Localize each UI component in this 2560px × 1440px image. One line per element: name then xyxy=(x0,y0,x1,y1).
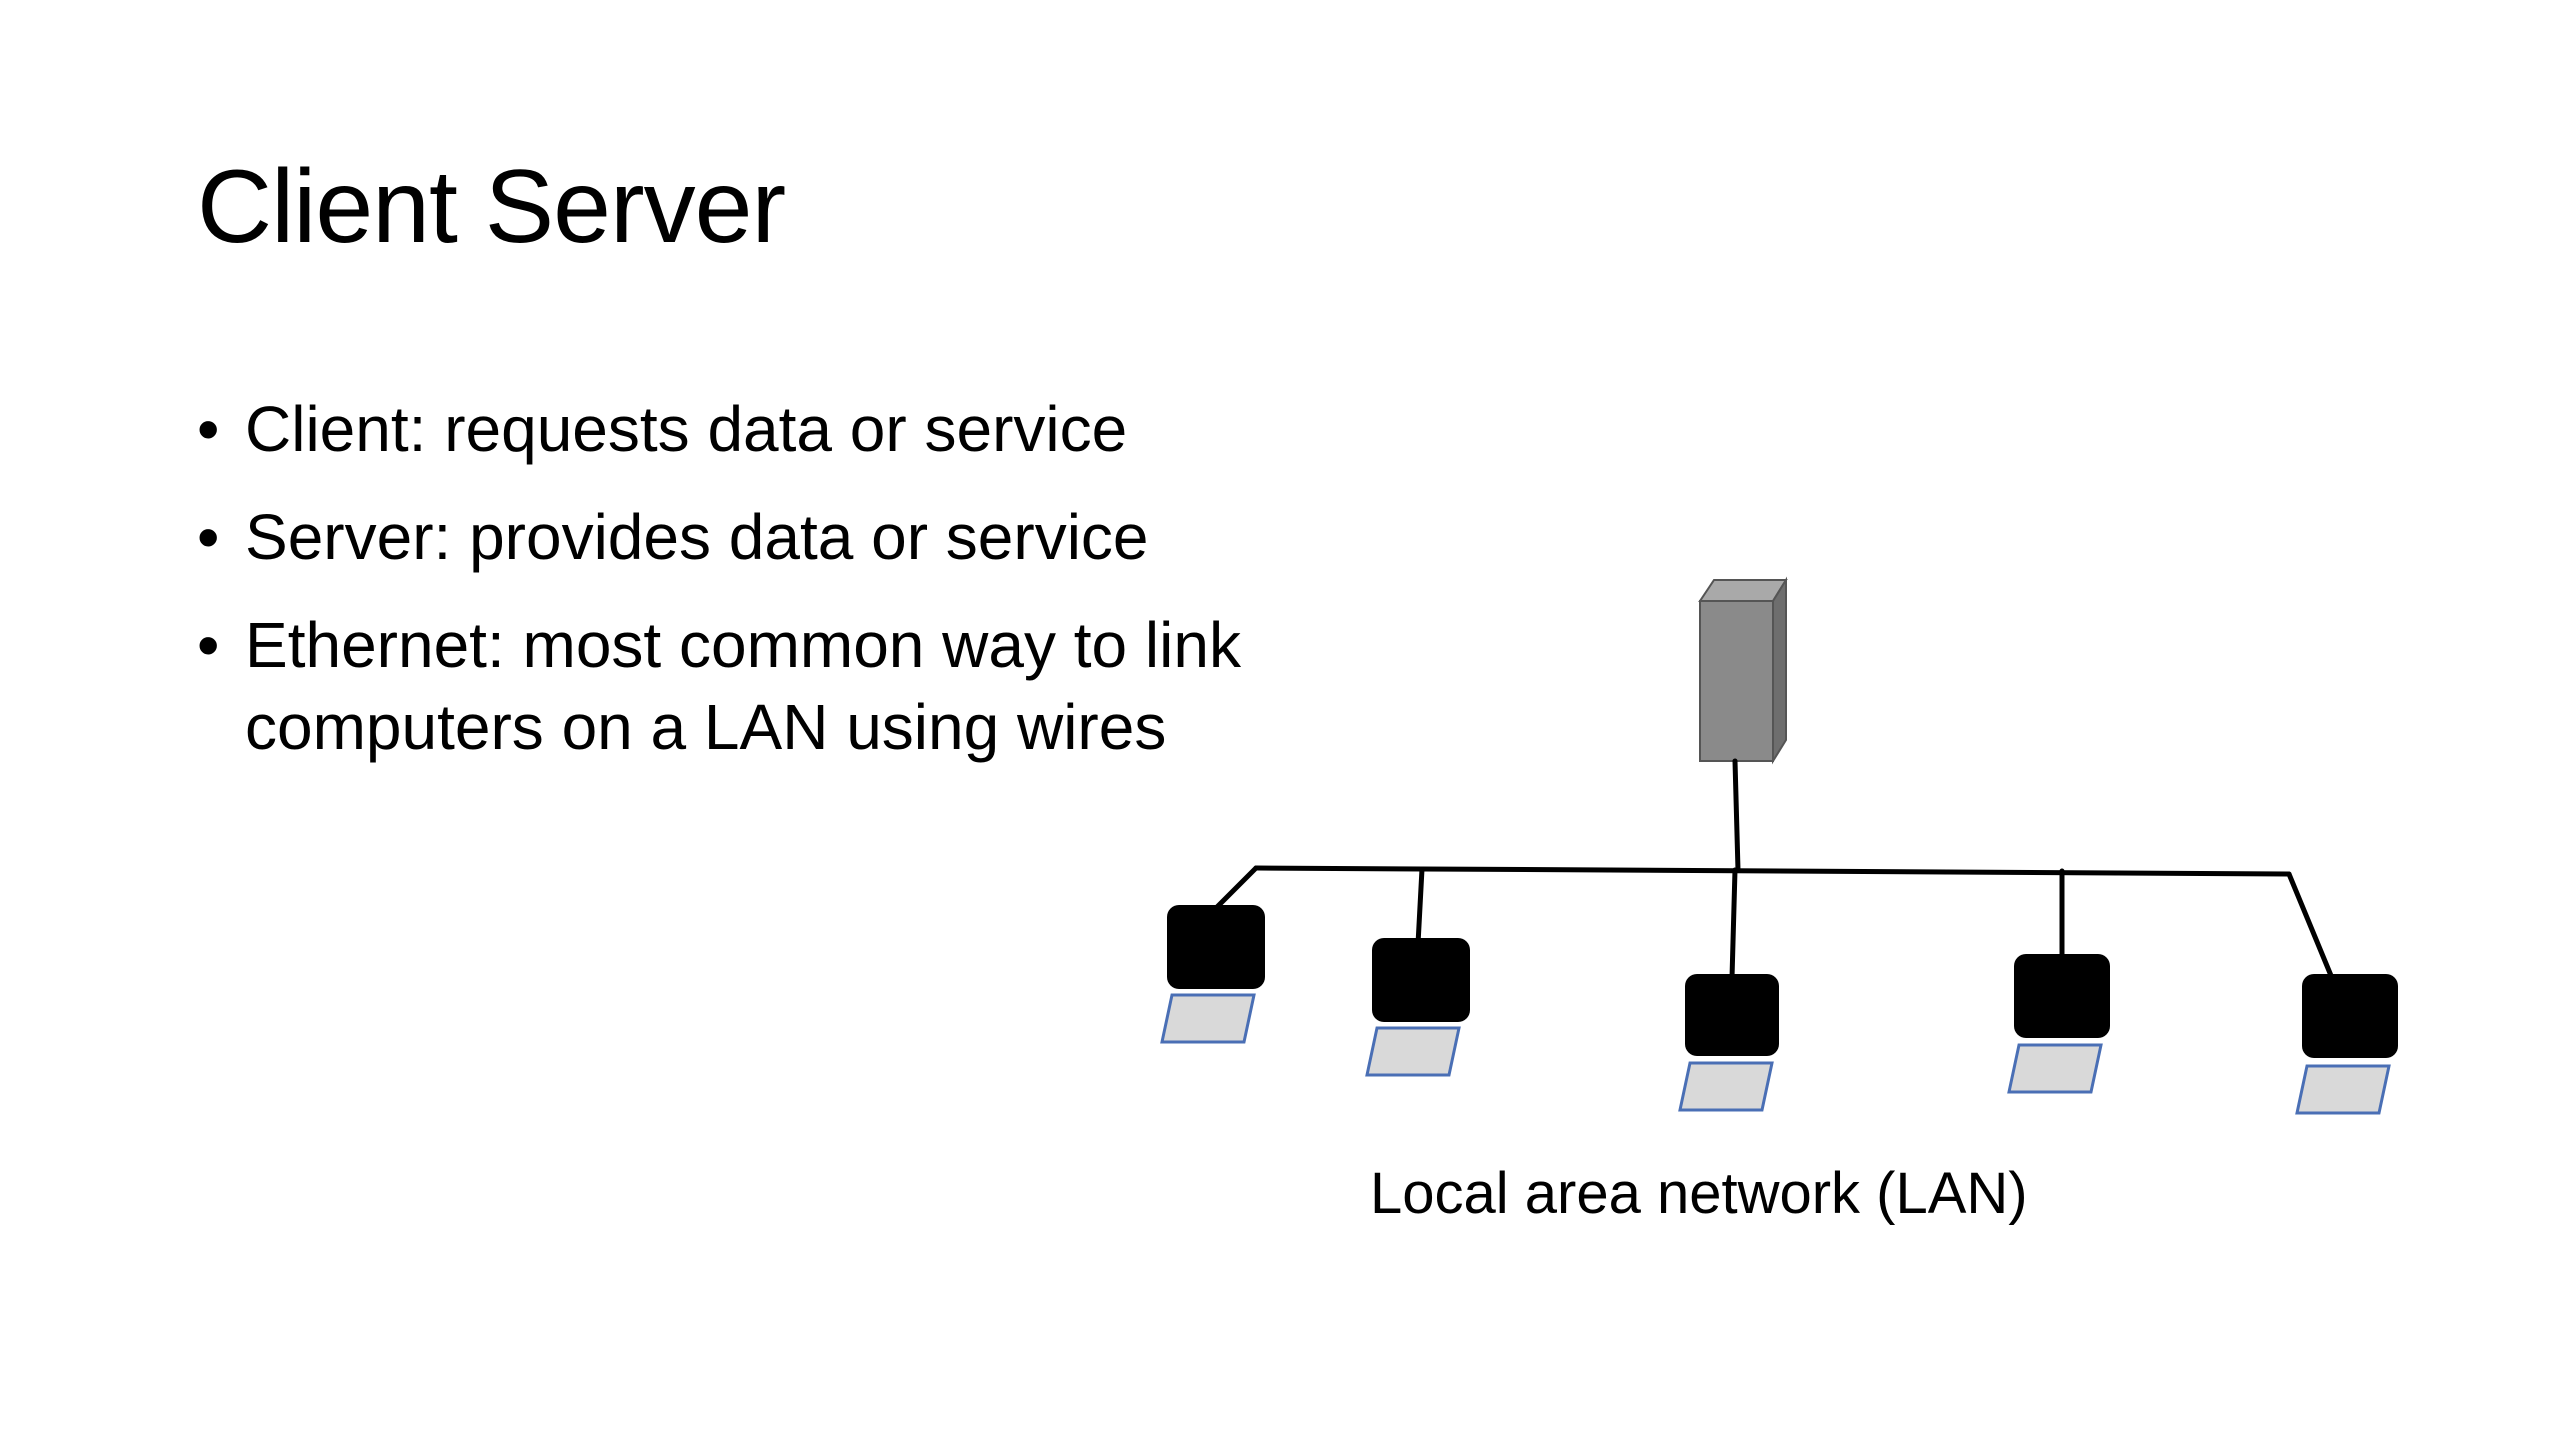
bullet-text: Client: requests data or service xyxy=(245,393,1128,465)
laptop-screen xyxy=(1167,905,1265,989)
bullet-dot: • xyxy=(197,501,220,573)
server-tower-icon xyxy=(1698,576,1788,765)
bullet-dot: • xyxy=(197,393,220,465)
laptop-keyboard xyxy=(2007,1043,2103,1094)
server-drop-cable xyxy=(1732,758,1741,873)
laptop-computer-icon xyxy=(2007,954,2110,1094)
bullet-item-server: • Server: provides data or service xyxy=(197,496,1377,578)
lan-diagram xyxy=(1160,576,2398,1115)
server-side-face xyxy=(1772,576,1787,765)
laptop-keyboard xyxy=(1365,1026,1461,1077)
bullet-dot: • xyxy=(197,609,220,681)
slide-title: Client Server xyxy=(197,149,786,265)
bullet-text: Server: provides data or service xyxy=(245,501,1149,573)
laptop-keyboard xyxy=(2295,1064,2391,1115)
laptop-screen xyxy=(2302,974,2398,1058)
diagram-caption: Local area network (LAN) xyxy=(1370,1161,2028,1226)
laptop-keyboard xyxy=(1160,993,1256,1044)
bullet-text: Ethernet: most common way to link comput… xyxy=(245,609,1241,763)
laptop-screen xyxy=(1372,938,1470,1022)
laptop-computer-icon xyxy=(1678,974,1779,1112)
client-5-cable xyxy=(2286,871,2335,981)
server-top-face xyxy=(1698,579,1788,602)
client-2-cable xyxy=(1415,866,1425,947)
laptop-computer-icon xyxy=(1365,938,1470,1077)
laptop-keyboard xyxy=(1678,1061,1774,1112)
bullet-item-client: • Client: requests data or service xyxy=(197,388,1377,470)
server-front-face xyxy=(1699,600,1774,762)
client-3-cable xyxy=(1729,867,1738,981)
ethernet-cables xyxy=(1211,758,2335,981)
laptop-screen xyxy=(2014,954,2110,1038)
laptop-computer-icon xyxy=(1160,905,1265,1044)
laptop-computer-icon xyxy=(2295,974,2398,1115)
backbone-cable xyxy=(1253,865,2292,877)
client-1-cable xyxy=(1211,865,1259,913)
bullet-item-ethernet: • Ethernet: most common way to link comp… xyxy=(197,604,1377,768)
laptop-screen xyxy=(1685,974,1779,1056)
bullet-list: • Client: requests data or service • Ser… xyxy=(197,388,1377,794)
